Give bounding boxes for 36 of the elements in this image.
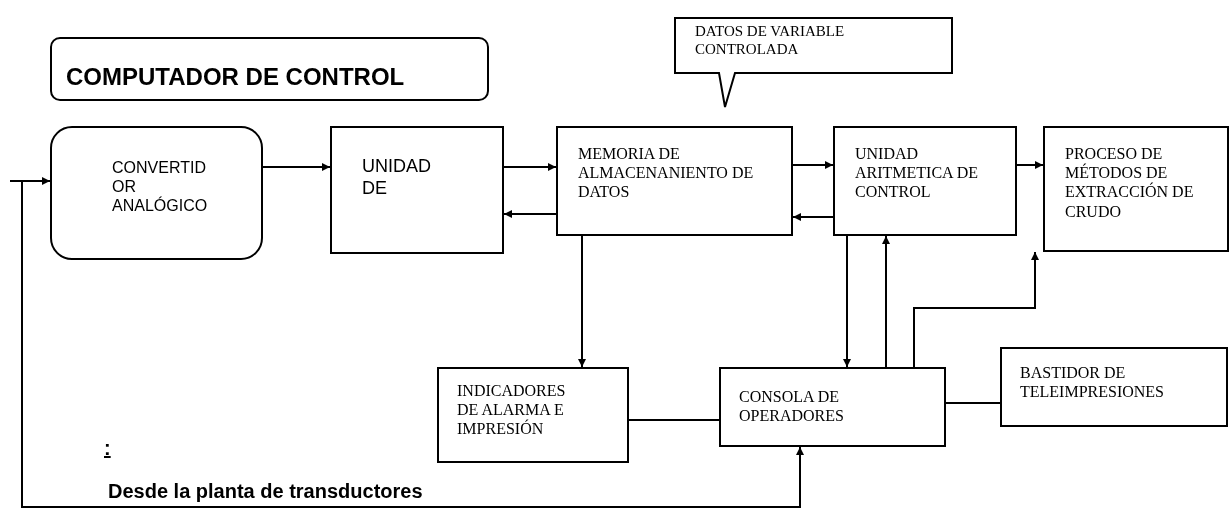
- arrow: [843, 235, 851, 368]
- node-text: BASTIDOR DE TELEIMPRESIONES: [1020, 363, 1165, 402]
- arrow: [792, 161, 834, 169]
- connector-line: [628, 419, 720, 421]
- arrow: [262, 163, 331, 171]
- arrow: [21, 180, 804, 508]
- arrow: [882, 235, 890, 368]
- connector-line: [945, 402, 1001, 404]
- process-box: [833, 126, 1017, 236]
- arrow: [503, 210, 557, 218]
- process-box: [1000, 347, 1228, 427]
- process-box: [556, 126, 793, 236]
- callout-box: [675, 18, 952, 107]
- node-text: INDICADORES DE ALARMA E IMPRESIÓN: [457, 381, 567, 439]
- process-box: [437, 367, 629, 463]
- node-text: CONSOLA DE OPERADORES: [739, 387, 845, 426]
- node-text: COMPUTADOR DE CONTROL: [66, 63, 406, 92]
- note-text: :: [104, 437, 111, 460]
- node-text: CONVERTID OR ANALÓGICO: [112, 158, 209, 216]
- process-box: [50, 126, 263, 260]
- arrow: [913, 251, 1039, 368]
- process-box: [719, 367, 946, 447]
- arrow: [9, 177, 51, 185]
- node-text: UNIDAD ARITMETICA DE CONTROL: [855, 144, 980, 202]
- node-text: DATOS DE VARIABLE CONTROLADA: [695, 22, 846, 58]
- arrow: [578, 235, 586, 368]
- node-text: PROCESO DE MÉTODOS DE EXTRACCIÓN DE CRUDO: [1065, 144, 1195, 221]
- node-text: UNIDAD DE: [362, 156, 432, 200]
- process-box: [330, 126, 504, 254]
- arrow: [792, 213, 834, 221]
- node-text: MEMORIA DE ALMACENANIENTO DE DATOS: [578, 144, 755, 202]
- arrow: [1016, 161, 1044, 169]
- note-text: Desde la planta de transductores: [108, 480, 423, 503]
- arrow: [503, 163, 557, 171]
- process-box: [1043, 126, 1229, 252]
- title-box: [50, 37, 489, 101]
